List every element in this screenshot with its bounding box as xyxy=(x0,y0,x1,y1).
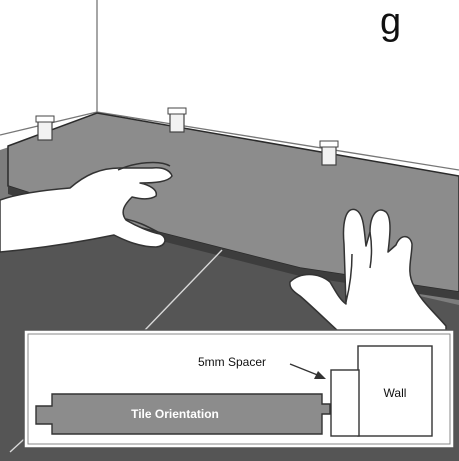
spacer-block xyxy=(331,370,359,436)
spacer-2 xyxy=(168,108,186,132)
spacer-1 xyxy=(36,116,54,140)
inset-panel: 5mm Spacer Wall Tile Orientation xyxy=(24,330,454,448)
wall-label: Wall xyxy=(384,386,407,400)
header-fragment: g xyxy=(380,1,401,43)
spacer-label: 5mm Spacer xyxy=(198,355,266,369)
tile-label: Tile Orientation xyxy=(131,407,219,421)
spacer-3 xyxy=(320,141,338,165)
